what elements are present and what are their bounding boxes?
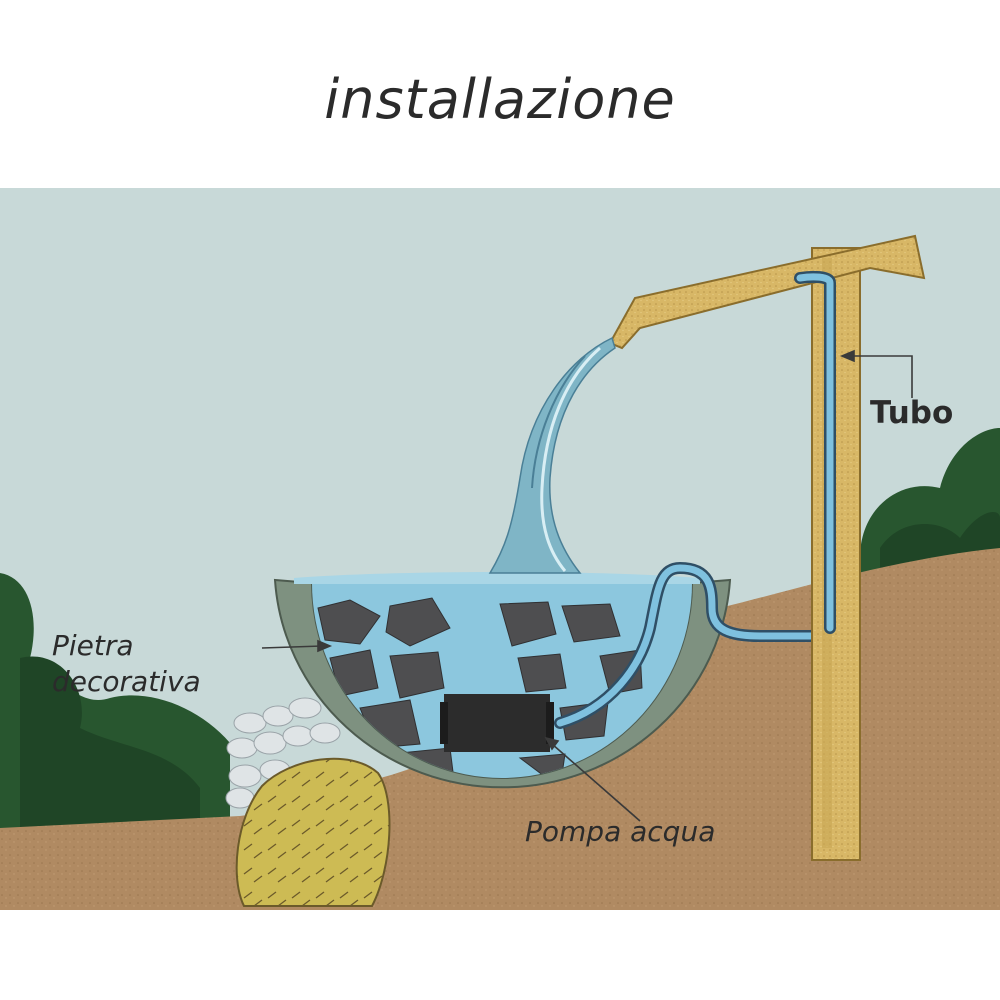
- leader-pipe: [839, 349, 913, 398]
- page-title: installazione: [324, 68, 676, 131]
- gravel: [225, 697, 341, 809]
- large-rock: [235, 757, 391, 907]
- water-surface: [294, 572, 700, 584]
- water-pump: [440, 694, 554, 752]
- left-bush: [0, 573, 230, 828]
- label-water-pump: Pompa acqua: [525, 815, 716, 848]
- label-decorative-stone: Pietra decorativa: [52, 629, 201, 698]
- leader-stone: [261, 639, 333, 653]
- leader-pump: [544, 736, 641, 822]
- label-pipe: Tubo: [870, 395, 954, 431]
- waterfall: [488, 336, 616, 574]
- installation-diagram: [0, 188, 1000, 910]
